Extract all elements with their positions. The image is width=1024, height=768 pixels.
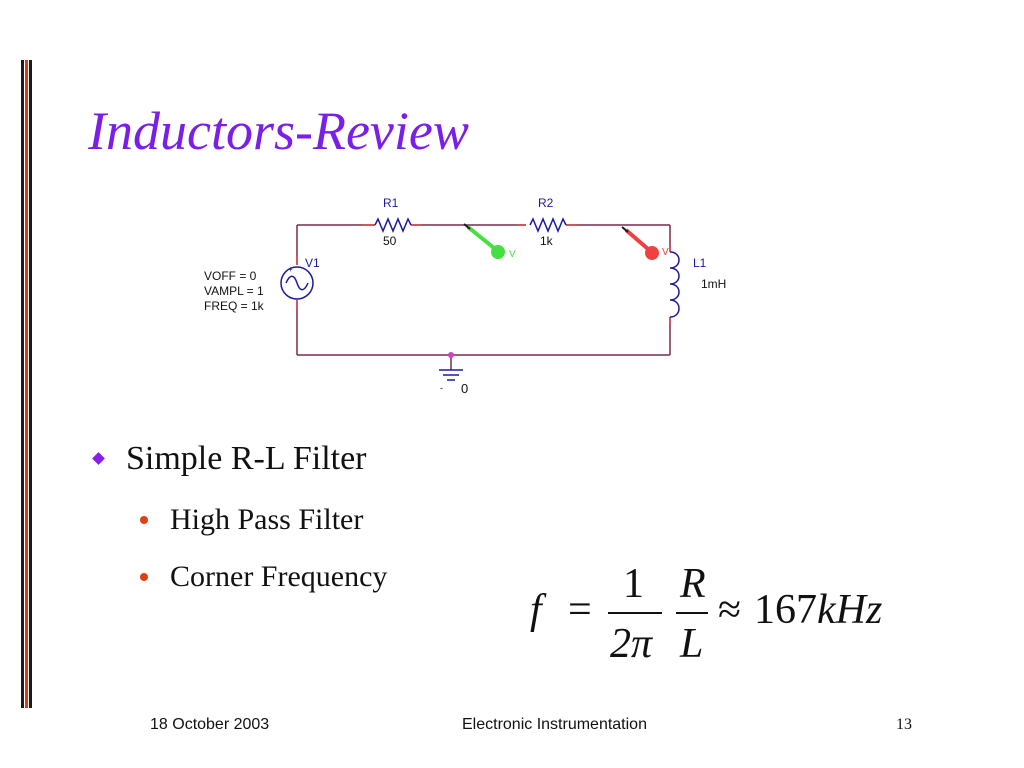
inductor-name: L1 [693, 256, 707, 270]
inductor-l1-symbol [669, 251, 680, 318]
formula-approx: ≈ [718, 587, 741, 633]
formula-lhs: f [530, 587, 547, 633]
ground-label: 0 [461, 381, 468, 396]
source-name: V1 [305, 256, 320, 270]
dot-bullet-icon [140, 573, 148, 581]
footer-course-title: Electronic Instrumentation [462, 716, 647, 733]
diamond-bullet-icon [92, 452, 105, 465]
bullet-level2-text: Corner Frequency [170, 560, 388, 593]
r1-name: R1 [383, 196, 399, 210]
formula-result-unit: kHz [817, 587, 882, 633]
voltage-probe-green: V [463, 223, 516, 260]
formula-frac1-numerator: 1 [623, 561, 644, 607]
page-number: 13 [896, 716, 912, 733]
circuit-wires [296, 224, 671, 370]
voltage-probe-red: V [621, 226, 669, 260]
resistor-r2-symbol [529, 217, 567, 233]
probe-label-green: V [509, 249, 516, 260]
source-param-voff: VOFF = 0 [204, 269, 257, 283]
ground-symbol [439, 352, 463, 381]
r2-name: R2 [538, 196, 554, 210]
bullet-level2-text: High Pass Filter [170, 503, 364, 536]
formula-frac1-denominator: 2π [610, 621, 653, 667]
dot-bullet-icon [140, 516, 148, 524]
pin-stubs [296, 224, 671, 324]
sine-wave-icon [285, 275, 309, 291]
plus-sign: + [288, 265, 293, 274]
bullet-level1-text: Simple R-L Filter [126, 440, 367, 477]
probe-label-red: V [662, 247, 669, 258]
sidebar-bar-red [25, 60, 28, 708]
inductor-value: 1mH [701, 277, 726, 291]
formula-frac2-numerator: R [679, 561, 706, 607]
resistor-r1-symbol [374, 217, 412, 233]
circuit-schematic: R1 50 R2 1k + - V1 VOFF = 0 VAMPL = 1 FR… [204, 196, 726, 396]
formula-frac2-denominator: L [679, 621, 703, 667]
ground-minus: - [440, 383, 443, 393]
slide-title: Inductors-Review [88, 101, 469, 161]
formula-equals: = [568, 587, 592, 633]
ac-source-symbol [280, 266, 314, 300]
r1-value: 50 [383, 234, 397, 248]
sidebar-bar-black-right [29, 60, 32, 708]
formula-result-number: 167 [754, 587, 817, 633]
corner-frequency-formula: f = 1 2π R L ≈ 167 kHz [530, 561, 882, 667]
sidebar-bar-black [21, 60, 24, 708]
source-param-freq: FREQ = 1k [204, 299, 265, 313]
footer-date: 18 October 2003 [150, 716, 270, 733]
r2-value: 1k [540, 234, 554, 248]
minus-sign: - [289, 293, 292, 302]
source-param-vampl: VAMPL = 1 [204, 284, 264, 298]
